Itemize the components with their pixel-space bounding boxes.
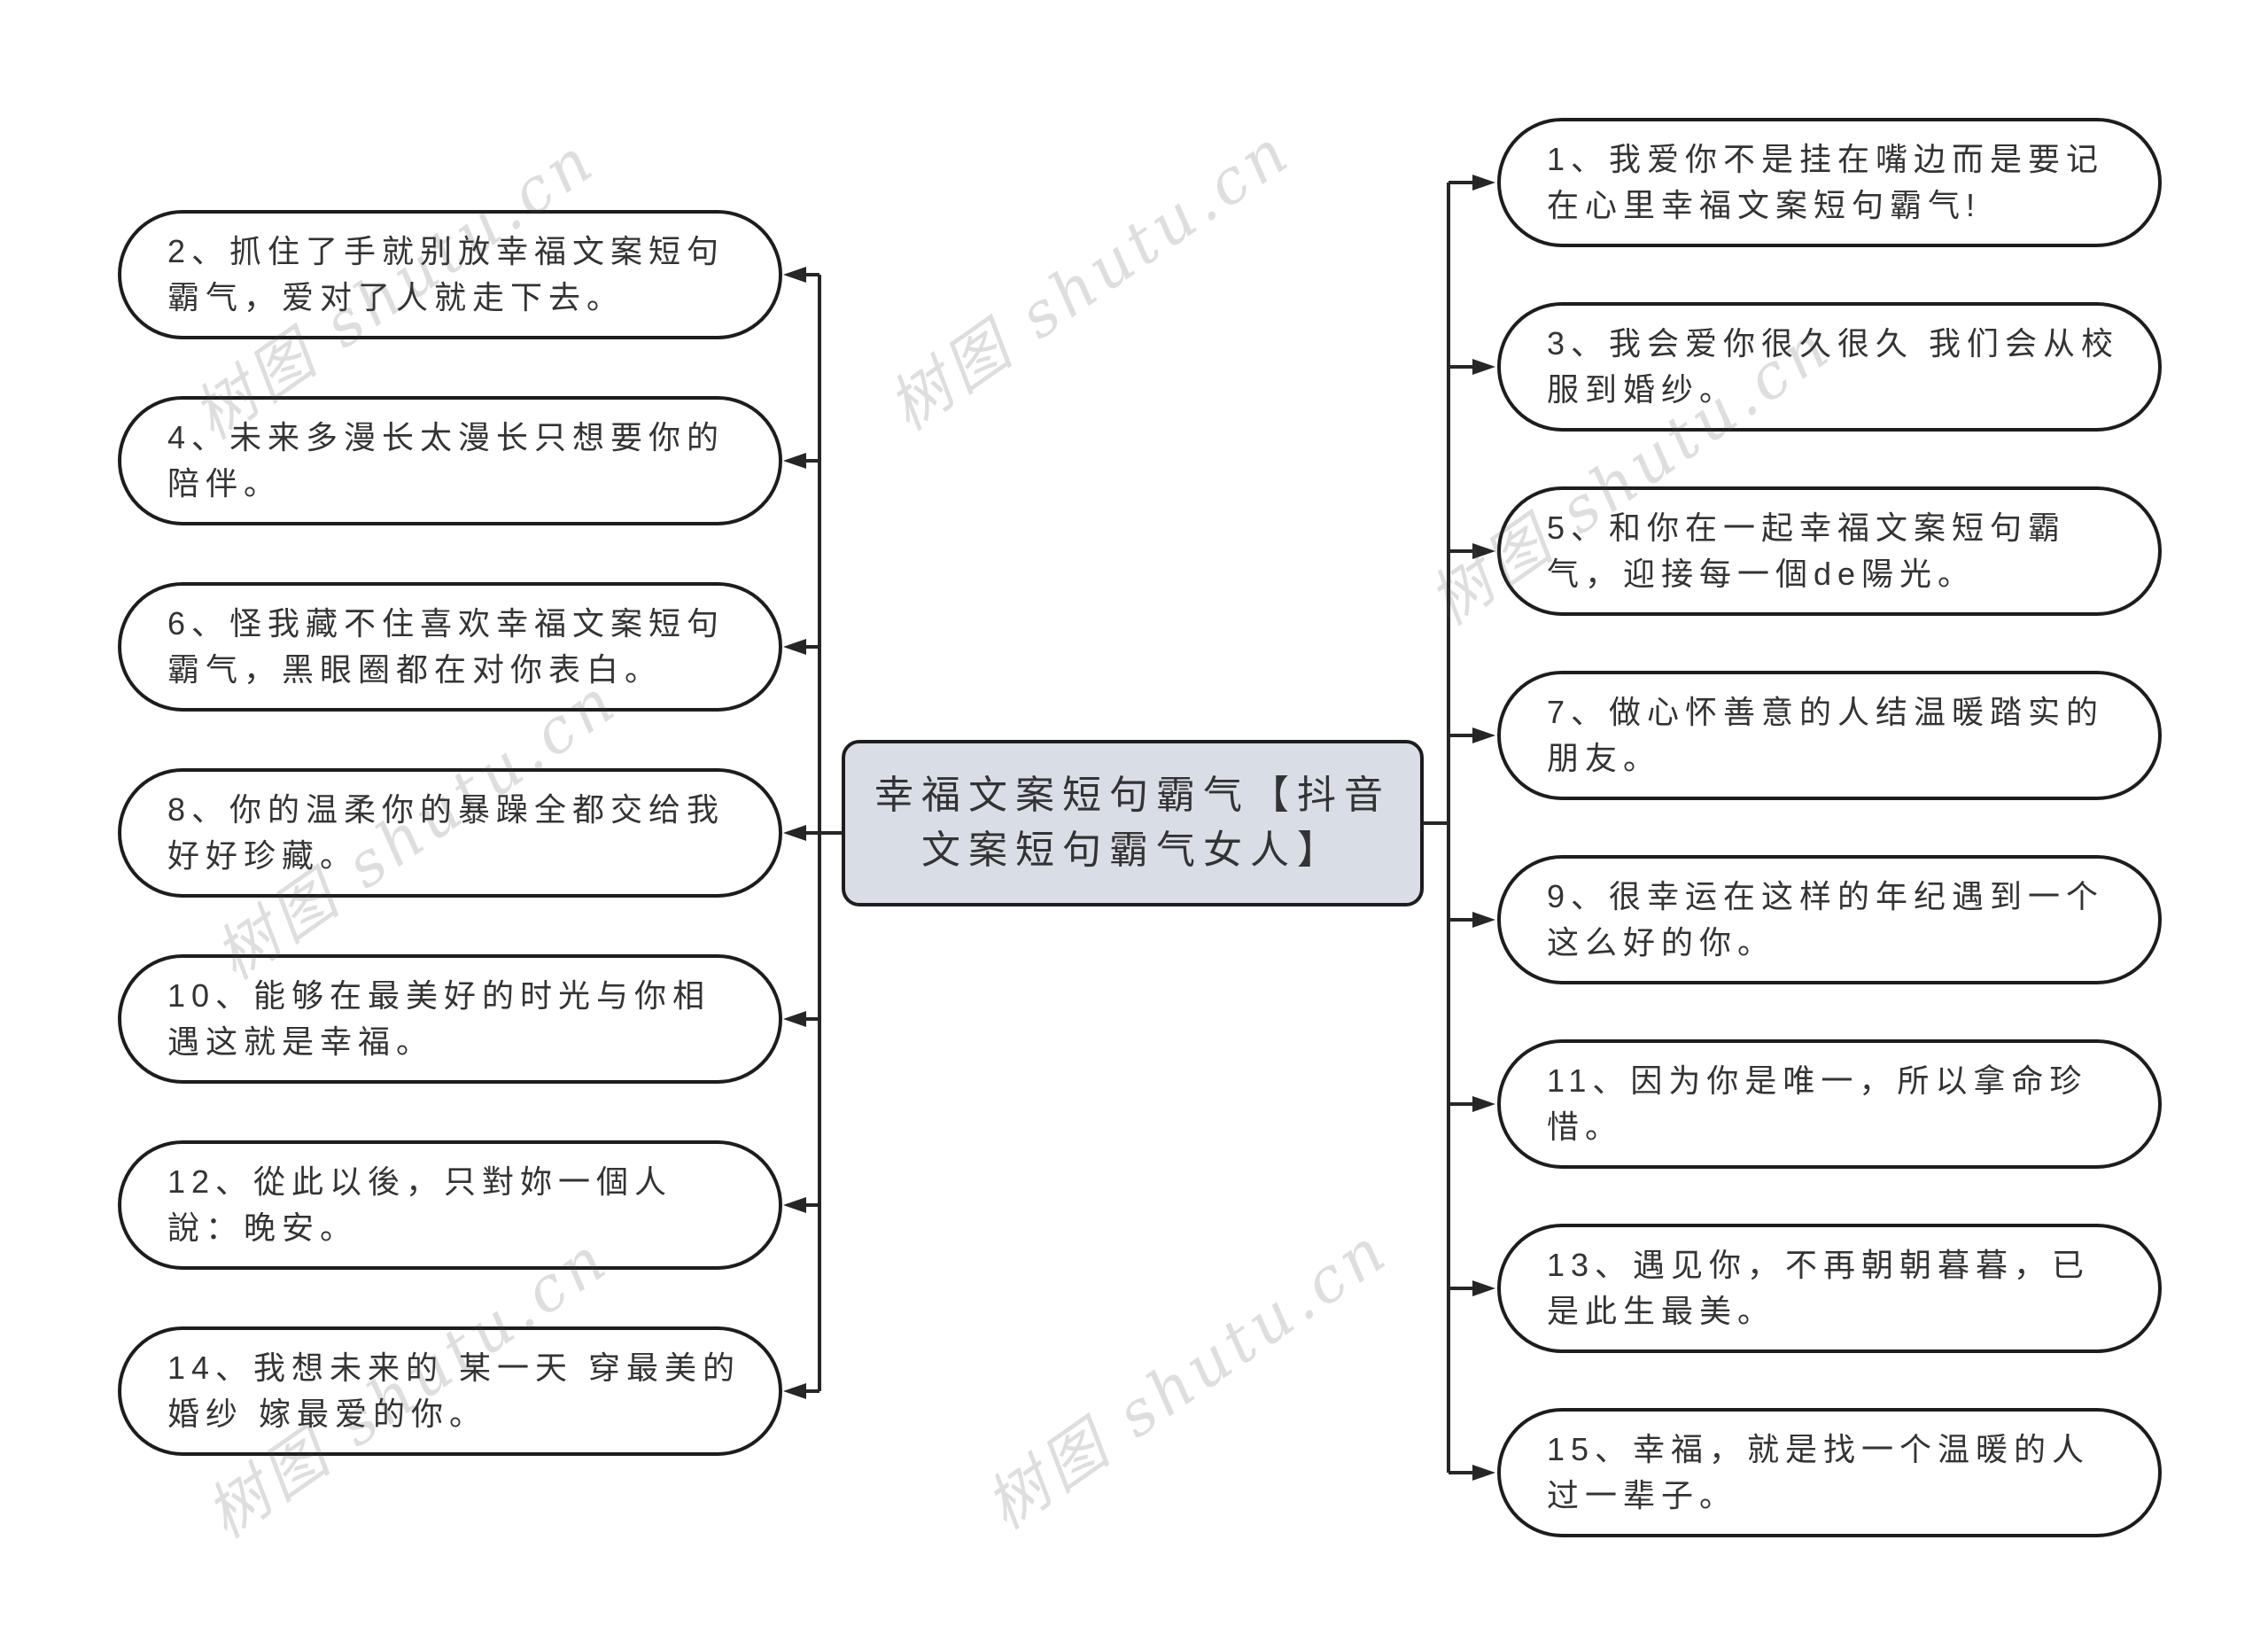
topic-node[interactable]: 8、你的温柔你的暴躁全都交给我好好珍藏。 [118, 768, 782, 898]
topic-node[interactable]: 9、很幸运在这样的年纪遇到一个这么好的你。 [1497, 855, 2162, 984]
topic-node-label: 14、我想未来的 某一天 穿最美的婚纱 嫁最爱的你。 [167, 1350, 742, 1432]
topic-node[interactable]: 6、怪我藏不住喜欢幸福文案短句霸气，黑眼圈都在对你表白。 [118, 582, 782, 712]
topic-node-label: 9、很幸运在这样的年纪遇到一个这么好的你。 [1547, 878, 2105, 961]
topic-node-label: 2、抓住了手就别放幸福文案短句霸气，爱对了人就走下去。 [167, 233, 726, 315]
center-topic-label: 幸福文案短句霸气【抖音文案短句霸气女人】 [874, 774, 1391, 872]
topic-node-label: 3、我会爱你很久很久 我们会从校服到婚纱。 [1547, 325, 2120, 408]
topic-node[interactable]: 1、我爱你不是挂在嘴边而是要记在心里幸福文案短句霸气! [1497, 118, 2162, 247]
topic-node[interactable]: 2、抓住了手就别放幸福文案短句霸气，爱对了人就走下去。 [118, 210, 782, 339]
topic-node-label: 8、你的温柔你的暴躁全都交给我好好珍藏。 [167, 791, 726, 874]
topic-node-label: 10、能够在最美好的时光与你相遇这就是幸福。 [167, 977, 711, 1060]
topic-node-label: 4、未来多漫长太漫长只想要你的陪伴。 [167, 419, 726, 502]
topic-node-label: 13、遇见你，不再朝朝暮暮，已是此生最美。 [1547, 1247, 2091, 1329]
topic-node-label: 7、做心怀善意的人结温暖踏实的朋友。 [1547, 694, 2105, 776]
topic-node[interactable]: 7、做心怀善意的人结温暖踏实的朋友。 [1497, 671, 2162, 800]
topic-node-label: 1、我爱你不是挂在嘴边而是要记在心里幸福文案短句霸气! [1547, 141, 2105, 223]
topic-node-label: 12、從此以後，只對妳一個人說：晚安。 [167, 1163, 673, 1246]
topic-node[interactable]: 3、我会爱你很久很久 我们会从校服到婚纱。 [1497, 302, 2162, 432]
topic-node-label: 6、怪我藏不住喜欢幸福文案短句霸气，黑眼圈都在对你表白。 [167, 605, 726, 688]
topic-node-label: 15、幸福，就是找一个温暖的人过一辈子。 [1547, 1431, 2091, 1513]
topic-node[interactable]: 11、因为你是唯一，所以拿命珍惜。 [1497, 1039, 2162, 1169]
topic-node[interactable]: 4、未来多漫长太漫长只想要你的陪伴。 [118, 396, 782, 525]
center-topic-node[interactable]: 幸福文案短句霸气【抖音文案短句霸气女人】 [842, 740, 1424, 906]
topic-node[interactable]: 10、能够在最美好的时光与你相遇这就是幸福。 [118, 954, 782, 1084]
topic-node[interactable]: 15、幸福，就是找一个温暖的人过一辈子。 [1497, 1408, 2162, 1537]
topic-node-label: 5、和你在一起幸福文案短句霸气，迎接每一個de陽光。 [1547, 509, 2067, 592]
topic-node[interactable]: 12、從此以後，只對妳一個人說：晚安。 [118, 1140, 782, 1270]
topic-node[interactable]: 14、我想未来的 某一天 穿最美的婚纱 嫁最爱的你。 [118, 1326, 782, 1456]
topic-node-label: 11、因为你是唯一，所以拿命珍惜。 [1547, 1062, 2088, 1145]
topic-node[interactable]: 5、和你在一起幸福文案短句霸气，迎接每一個de陽光。 [1497, 486, 2162, 616]
topic-node[interactable]: 13、遇见你，不再朝朝暮暮，已是此生最美。 [1497, 1224, 2162, 1353]
